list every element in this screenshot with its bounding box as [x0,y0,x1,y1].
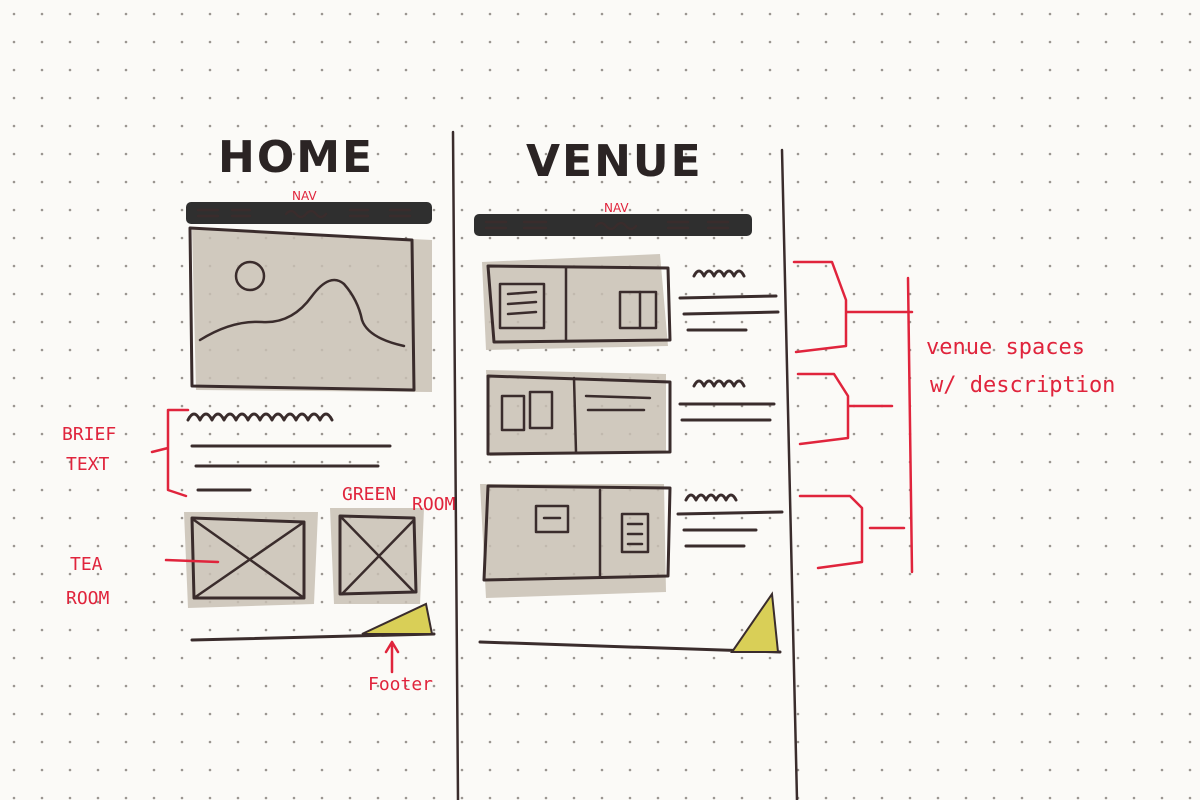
venue-space-3-bracket [798,494,906,570]
venue-space-2-heading [692,379,746,388]
green-room-annotation-line2: ROOM [412,494,456,515]
venue-nav-label: NAV [604,201,629,215]
venue-nav-bar: NAV [474,201,752,236]
venue-space-2-bracket [796,372,894,446]
green-room-annotation-line1: GREEN [342,484,396,505]
brief-text-annotation-line1: BRIEF [62,424,116,445]
venue-title: VENUE [526,136,703,187]
footer-arrow [384,640,400,674]
venue-space-3-heading [684,493,738,502]
column-divider-right [780,148,799,800]
hero-mountain-line [198,278,406,348]
tea-room-annotation-line2: ROOM [66,588,110,609]
home-footer-marker [361,602,434,635]
venue-space-1-heading [692,269,746,278]
venue-space-1 [482,254,780,350]
hero-sun-icon [234,260,266,292]
venue-spaces-annotation-line2: w/ description [930,373,1115,398]
brief-text-bracket [150,408,190,498]
green-room-image [330,508,424,604]
venue-spaces-annotation-line1: venue spaces [926,335,1085,360]
tea-room-image [184,512,318,608]
tea-room-annotation-line1: TEA [70,554,103,575]
home-title: HOME [218,132,374,183]
venue-spaces-main-bracket [906,276,914,574]
venue-nav-squiggle [594,221,638,231]
venue-space-2 [486,370,776,456]
venue-footer-marker [730,591,780,653]
home-hero-image [188,226,432,392]
home-nav-label: NAV [292,189,317,203]
home-nav-bar: NAV [186,189,432,224]
footer-annotation: Footer [368,674,433,695]
home-footer [190,602,436,642]
tea-room-pointer [164,558,220,564]
brief-text-annotation-line2: TEXT [66,454,110,475]
venue-space-3 [480,484,784,598]
home-brief-text-block [186,412,392,492]
venue-footer [478,591,782,654]
venue-space-1-bracket [792,260,914,354]
column-divider-left [451,130,460,800]
home-nav-squiggle [284,209,328,219]
